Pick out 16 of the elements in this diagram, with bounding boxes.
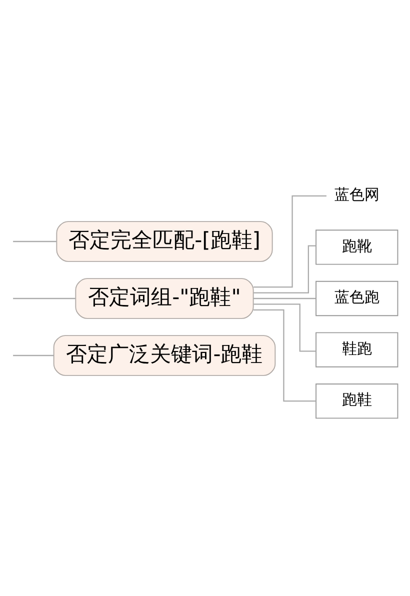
- connector: [254, 303, 316, 352]
- connector: [253, 308, 316, 402]
- node-box: 否定完全匹配-[跑鞋]: [56, 220, 273, 262]
- node-box: 否定广泛关键词-跑鞋: [53, 334, 276, 376]
- connector: [13, 354, 54, 356]
- connector: [13, 297, 76, 299]
- node-box: 否定词组-"跑鞋": [75, 278, 254, 318]
- connector: [254, 244, 316, 293]
- connector: [253, 297, 316, 299]
- node-box: 跑靴: [316, 229, 398, 264]
- node-box: 鞋跑: [316, 332, 398, 367]
- node-text: 蓝色网: [334, 185, 380, 204]
- connector: [13, 240, 56, 242]
- connector: [254, 194, 326, 288]
- node-box: 跑鞋: [316, 383, 398, 418]
- node-box: 蓝色跑: [316, 280, 398, 316]
